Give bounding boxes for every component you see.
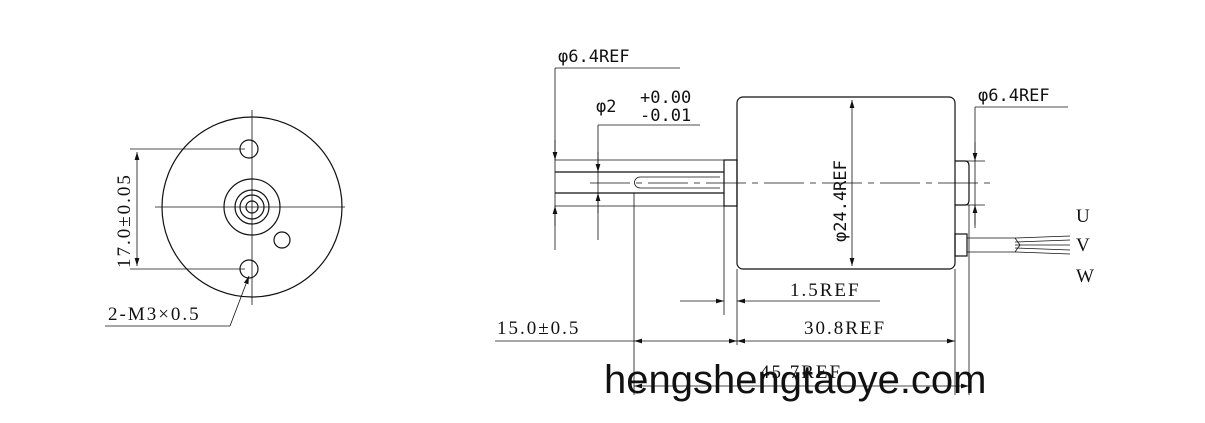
dim-body-dia-label: φ24.4REF [831, 160, 851, 242]
boss-inner [239, 194, 265, 220]
side-view: U V W φ6.4REF φ2 +0.00 -0.01 φ24.4REF φ6… [495, 47, 1096, 395]
front-view: 17.0±0.05 2-M3×0.5 [105, 110, 345, 327]
shaft-end [245, 200, 259, 214]
lead-wire-break [1014, 237, 1021, 253]
dim-shaft-dia-label: φ2 [596, 97, 616, 117]
dim-shaft-len-label: 15.0±0.5 [497, 318, 580, 339]
dim-boss-label: 1.5REF [790, 280, 861, 301]
dim-body-len-label: 30.8REF [804, 318, 886, 339]
dim-thread-label: 2-M3×0.5 [108, 304, 201, 325]
watermark: hengshengtaoye.com [604, 358, 987, 402]
tol-upper-label: +0.00 [640, 88, 691, 108]
dim-left-dia-label: φ6.4REF [558, 47, 630, 67]
shaft-flat [634, 176, 720, 189]
boss-middle [234, 189, 270, 225]
lead-exit [954, 233, 968, 257]
dim-vertical-label: 17.0±0.05 [114, 173, 135, 268]
vent-hole [273, 231, 291, 249]
dim-right-dia-label: φ6.4REF [978, 86, 1050, 106]
lead-u-label: U [1076, 206, 1092, 227]
thread-leader [229, 275, 250, 327]
lead-w-label: W [1076, 266, 1096, 287]
lead-v-label: V [1076, 235, 1092, 256]
dim-total-len-label: 45.7REF [760, 362, 842, 383]
boss-outer [223, 178, 281, 236]
lead-wires-fan [1014, 235, 1071, 255]
tol-lower-label: -0.01 [640, 106, 691, 126]
